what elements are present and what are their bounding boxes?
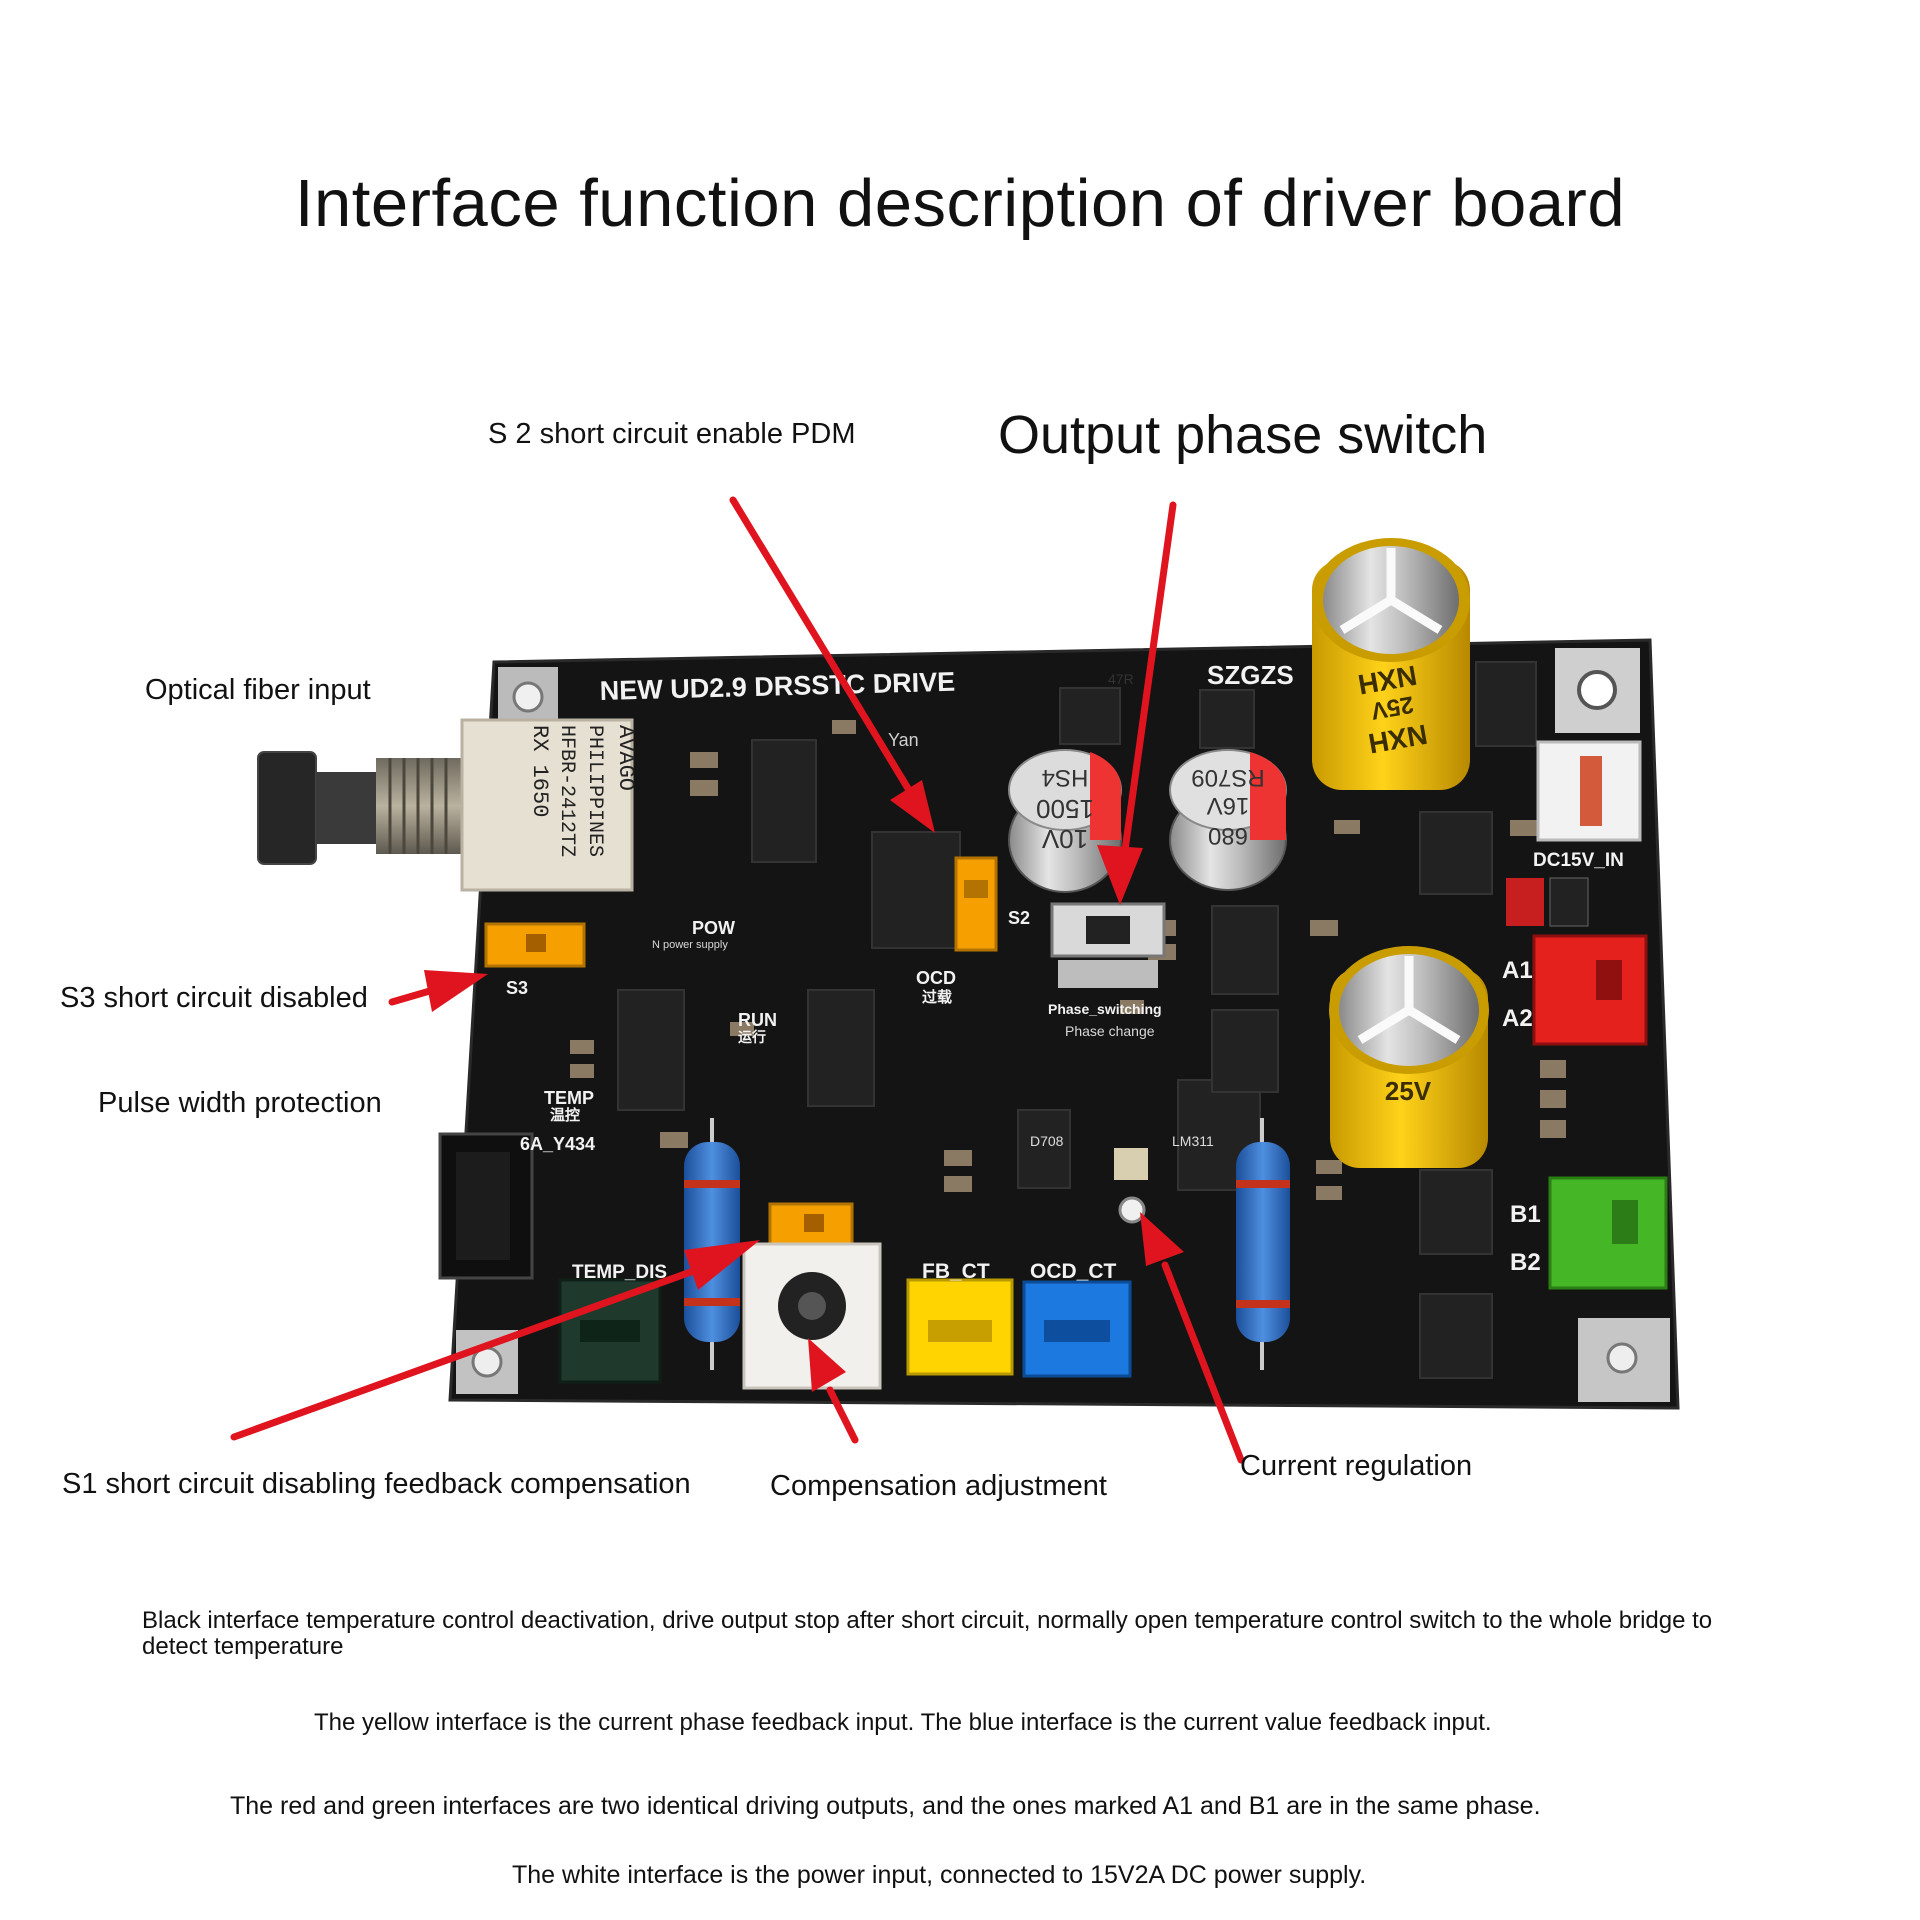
label-47r: 47R [1108, 671, 1134, 687]
label-s2: S2 [1008, 908, 1030, 928]
label-phase-change: Phase change [1065, 1023, 1155, 1039]
label-pow: POW [692, 918, 735, 938]
arrow-s2 [729, 496, 919, 804]
callout-optical-fiber-input: Optical fiber input [145, 674, 371, 706]
arrow-comp-head [808, 1338, 846, 1392]
svg-text:1500: 1500 [1036, 794, 1094, 824]
label-temp: TEMP [544, 1088, 594, 1108]
label-a2: A2 [1502, 1005, 1533, 1032]
connector-ocd-ct-blue [1022, 1280, 1132, 1378]
cap-yellow-bottom-marking: 25V [1385, 1076, 1432, 1106]
note-white-interface: The white interface is the power input, … [512, 1861, 1367, 1889]
callout-output-phase-switch: Output phase switch [998, 405, 1488, 465]
callout-current-regulation: Current regulation [1240, 1450, 1473, 1482]
svg-text:PHILIPPINES: PHILIPPINES [583, 725, 606, 857]
label-lm311: LM311 [1172, 1133, 1214, 1149]
callout-s1-feedback-compensation: S1 short circuit disabling feedback comp… [62, 1468, 691, 1500]
label-pow-sub: N power supply [652, 939, 728, 951]
arrow-s1 [230, 1261, 714, 1441]
arrow-phase-head [1097, 845, 1143, 905]
svg-text:HS4: HS4 [1042, 764, 1089, 791]
arrow-comp [826, 1386, 859, 1444]
jumper-s1 [768, 1202, 854, 1250]
svg-text:680: 680 [1208, 822, 1248, 849]
svg-text:RS709: RS709 [1191, 764, 1264, 791]
note-red-green-interface: The red and green interfaces are two ide… [230, 1792, 1541, 1820]
label-s3: S3 [506, 978, 528, 998]
cap-1500uf-marking: 10V 1500 HS4 [1036, 764, 1094, 854]
label-temp-cn: 温控 [550, 1106, 580, 1124]
label-y434: 6A_Y434 [520, 1134, 595, 1154]
svg-text:RX 1650: RX 1650 [527, 725, 552, 817]
ic-chips [617, 661, 1537, 1379]
power-resistor-left [684, 1118, 740, 1370]
arrow-s3-head [424, 970, 488, 1012]
label-run: RUN [738, 1010, 777, 1030]
board-brand: SZGZS [1207, 660, 1294, 690]
jumper-s2 [954, 856, 998, 952]
connector-temp-dis-dark [558, 1278, 662, 1384]
svg-text:AVAGO: AVAGO [613, 725, 638, 791]
connector-a-red [1532, 934, 1648, 1046]
callout-compensation-adjustment: Compensation adjustment [770, 1470, 1107, 1502]
callout-s3-disabled: S3 short circuit disabled [60, 982, 368, 1014]
callout-pulse-width-protection: Pulse width protection [98, 1087, 382, 1119]
smd-cap-red [1506, 878, 1544, 926]
connector-b-green [1548, 1176, 1668, 1290]
svg-text:16V: 16V [1207, 792, 1250, 819]
label-temp-dis: TEMP_DIS [572, 1262, 667, 1283]
callout-s2-enable-pdm: S 2 short circuit enable PDM [488, 418, 856, 450]
page-title: Interface function description of driver… [294, 166, 1626, 241]
phase-slide-switch [1050, 902, 1166, 988]
smd-cap-black [1549, 877, 1589, 927]
label-b1: B1 [1510, 1201, 1541, 1228]
label-ocd: OCD [916, 968, 956, 988]
label-phase-switching: Phase_switching [1048, 1001, 1162, 1017]
callout-arrows [230, 496, 1245, 1464]
label-ocd-cn: 过载 [922, 988, 952, 1006]
arrow-current-head [1140, 1212, 1184, 1266]
connector-fb-ct-yellow [906, 1278, 1014, 1376]
label-a1: A1 [1502, 957, 1533, 984]
svg-text:10V: 10V [1041, 824, 1088, 854]
smd-components [570, 720, 1566, 1200]
arrow-s2-head [890, 780, 935, 833]
label-ocd-ct: OCD_CT [1030, 1260, 1117, 1283]
current-trimmer [1114, 1148, 1148, 1224]
connector-temp-black [438, 1132, 534, 1280]
arrow-phase [1121, 501, 1177, 854]
svg-text:HFBR-2412TZ: HFBR-2412TZ [555, 725, 578, 857]
cap-680uf-marking: 680 16V RS709 [1191, 764, 1264, 849]
arrow-current [1161, 1261, 1245, 1464]
cap-yellow-bottom [1329, 946, 1489, 1168]
label-d708: D708 [1030, 1133, 1064, 1149]
label-dc15v-in: DC15V_IN [1533, 850, 1624, 871]
cap-680uf [1169, 749, 1287, 891]
label-yan: Yan [888, 730, 919, 750]
arrow-s1-head [684, 1240, 760, 1290]
connector-dc15v-in [1536, 740, 1642, 842]
optical-fiber-receiver [257, 718, 634, 892]
label-b2: B2 [1510, 1249, 1541, 1276]
cap-yellow-top [1312, 538, 1470, 790]
cap-1500uf [1008, 749, 1122, 893]
label-fb-ct: FB_CT [922, 1260, 990, 1283]
fiber-receiver-marking: AVAGO PHILIPPINES HFBR-2412TZ RX 1650 [527, 725, 638, 857]
power-resistor-right [1236, 1118, 1290, 1370]
jumper-s3 [484, 922, 586, 968]
label-run-cn: 运行 [738, 1029, 766, 1045]
note-yellow-blue-interface: The yellow interface is the current phas… [314, 1709, 1492, 1736]
note-black-interface: Black interface temperature control deac… [142, 1607, 1713, 1661]
